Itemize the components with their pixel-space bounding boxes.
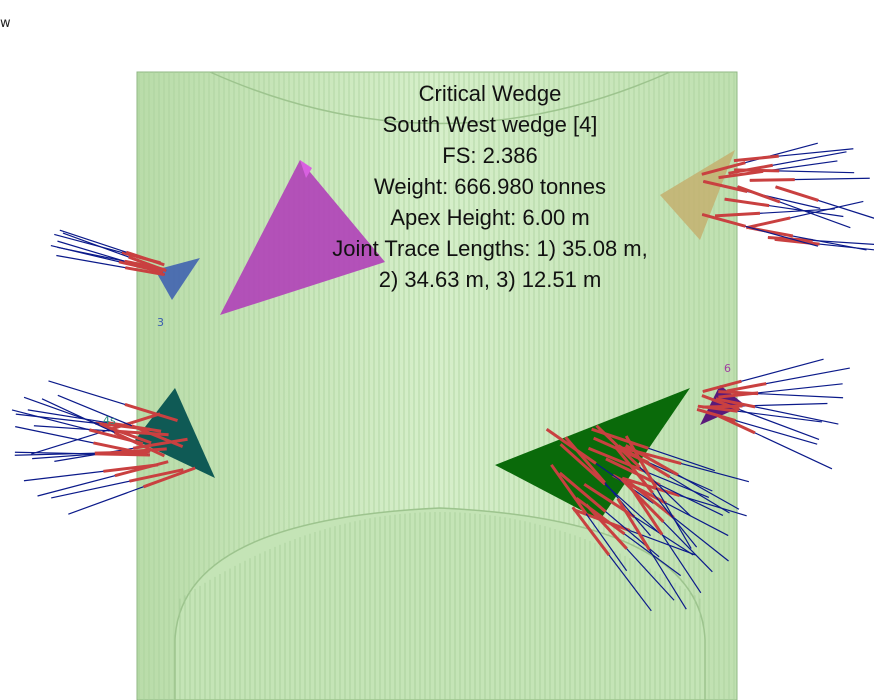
wedge-label-4s: 4s: [103, 414, 116, 427]
info-title: Critical Wedge: [280, 78, 700, 109]
info-trace-lengths-2: 2) 34.63 m, 3) 12.51 m: [280, 264, 700, 295]
bolt-anchor: [750, 180, 795, 181]
info-weight: Weight: 666.980 tonnes: [280, 171, 700, 202]
bolt-anchor: [746, 218, 790, 228]
bolt-anchor: [738, 187, 780, 202]
bolt-anchor: [734, 170, 779, 171]
bolt-anchor: [718, 392, 758, 394]
info-trace-lengths-1: Joint Trace Lengths: 1) 35.08 m,: [280, 233, 700, 264]
wedge-label-3: 3: [157, 316, 164, 329]
info-apex-height: Apex Height: 6.00 m: [280, 202, 700, 233]
critical-wedge-info: Critical Wedge South West wedge [4] FS: …: [280, 78, 700, 295]
corner-label: w: [0, 16, 11, 31]
info-fs: FS: 2.386: [280, 140, 700, 171]
info-wedge-name: South West wedge [4]: [280, 109, 700, 140]
wedge-label-6: 6: [724, 362, 731, 375]
bolt-anchor: [776, 187, 819, 201]
